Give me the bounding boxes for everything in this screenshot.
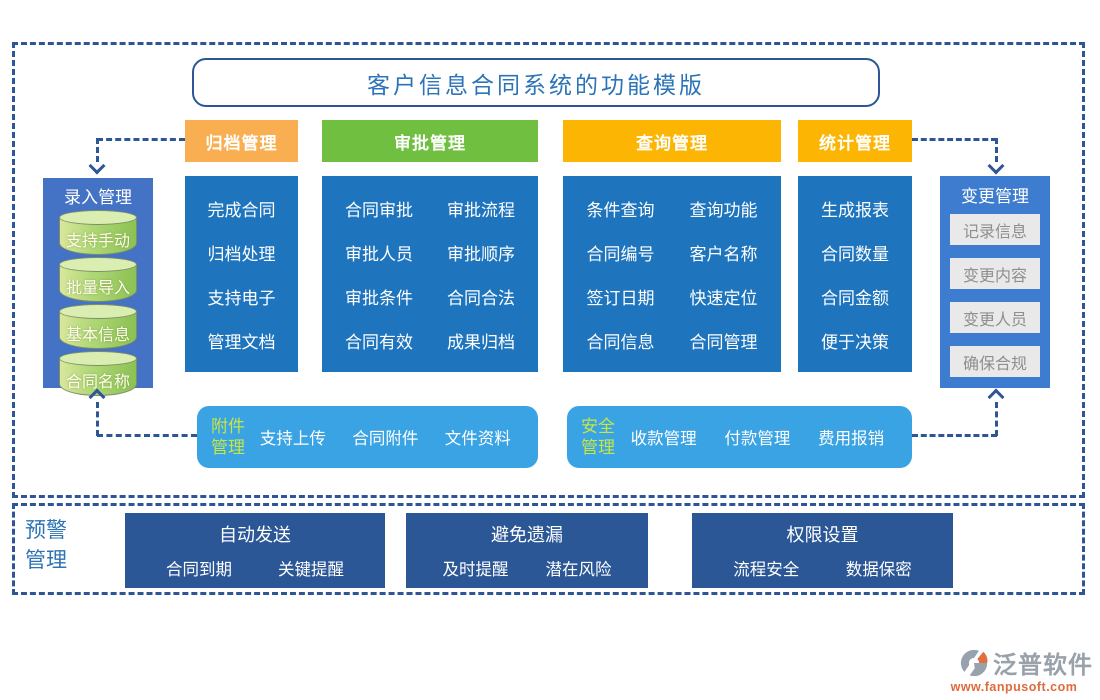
bar-item: 合同附件 bbox=[352, 430, 419, 448]
module-item: 成果归档 bbox=[447, 332, 515, 352]
module-item: 签订日期 bbox=[586, 288, 655, 308]
warning-box-avoid-omission: 避免遗漏 及时提醒 潜在风险 bbox=[406, 513, 648, 588]
change-management-panel: 变更管理 记录信息 变更内容 变更人员 确保合规 bbox=[940, 176, 1050, 388]
warning-management-label: 预警管理 bbox=[25, 519, 67, 573]
diagram-title-box: 客户信息合同系统的功能模版 bbox=[192, 58, 880, 107]
database-cylinder-icon: 支持手动 bbox=[59, 210, 137, 257]
cylinder-label: 基本信息 bbox=[65, 327, 130, 344]
attachment-management-bar: 附件管理 支持上传 合同附件 文件资料 bbox=[197, 406, 538, 468]
change-item: 变更内容 bbox=[950, 258, 1040, 289]
module-item: 合同信息 bbox=[586, 332, 655, 352]
module-item: 完成合同 bbox=[207, 200, 276, 220]
connector-archive-to-entry bbox=[96, 138, 99, 162]
warning-box-items: 合同到期 关键提醒 bbox=[125, 556, 385, 580]
connector-security-to-change bbox=[912, 434, 997, 437]
diagram-title: 客户信息合同系统的功能模版 bbox=[367, 71, 705, 98]
security-management-bar: 安全管理 收款管理 付款管理 费用报销 bbox=[567, 406, 912, 468]
header-approval-management: 审批管理 bbox=[322, 120, 538, 162]
module-item: 审批流程 bbox=[447, 200, 515, 220]
connector-security-to-change bbox=[995, 402, 998, 436]
archive-items-panel: 完成合同 归档处理 支持电子 管理文档 bbox=[185, 176, 298, 372]
warning-box-permission: 权限设置 流程安全 数据保密 bbox=[692, 513, 953, 588]
cylinder-top bbox=[59, 210, 137, 225]
cylinder-label: 合同名称 bbox=[65, 374, 130, 391]
module-item: 合同审批 bbox=[345, 200, 413, 220]
warning-item: 潜在风险 bbox=[545, 560, 612, 579]
fanpu-logo-url: www.fanpusoft.com bbox=[950, 680, 1078, 694]
fanpu-logo-icon bbox=[960, 649, 988, 677]
module-item: 审批人员 bbox=[345, 244, 413, 264]
header-query-management: 查询管理 bbox=[563, 120, 781, 162]
warning-box-items: 流程安全 数据保密 bbox=[692, 556, 953, 580]
security-bar-label: 安全管理 bbox=[581, 416, 615, 457]
module-item: 快速定位 bbox=[689, 288, 758, 308]
connector-stats-to-change bbox=[912, 138, 997, 141]
cylinder-body bbox=[59, 312, 137, 349]
warning-box-auto-send: 自动发送 合同到期 关键提醒 bbox=[125, 513, 385, 588]
bar-item: 费用报销 bbox=[818, 430, 885, 448]
module-item: 审批顺序 bbox=[447, 244, 515, 264]
module-item: 查询功能 bbox=[689, 200, 758, 220]
query-items-panel: 条件查询 查询功能 合同编号 客户名称 签订日期 快速定位 合同信息 合同管理 bbox=[563, 176, 781, 372]
connector-stats-to-change bbox=[995, 138, 998, 162]
change-item: 确保合规 bbox=[950, 346, 1040, 377]
change-item: 变更人员 bbox=[950, 302, 1040, 333]
cylinder-top bbox=[59, 304, 137, 319]
warning-box-items: 及时提醒 潜在风险 bbox=[406, 556, 648, 580]
module-item: 归档处理 bbox=[207, 244, 276, 264]
approval-items-panel: 合同审批 审批流程 审批人员 审批顺序 审批条件 合同合法 合同有效 成果归档 bbox=[322, 176, 538, 372]
attachment-bar-items: 支持上传 合同附件 文件资料 bbox=[247, 425, 524, 449]
bottom-dashed-frame bbox=[12, 503, 1085, 595]
attachment-bar-label: 附件管理 bbox=[211, 416, 245, 457]
module-item: 合同合法 bbox=[447, 288, 515, 308]
warning-item: 合同到期 bbox=[166, 560, 232, 579]
bar-item: 付款管理 bbox=[724, 430, 791, 448]
warning-item: 及时提醒 bbox=[442, 560, 509, 579]
database-cylinder-icon: 基本信息 bbox=[59, 304, 137, 351]
module-item: 客户名称 bbox=[689, 244, 758, 264]
module-item: 合同数量 bbox=[821, 244, 889, 264]
bar-item: 收款管理 bbox=[630, 430, 697, 448]
module-item: 管理文档 bbox=[207, 332, 276, 352]
bar-item: 文件资料 bbox=[444, 430, 511, 448]
fanpu-logo: 泛普软件 www.fanpusoft.com bbox=[935, 645, 1093, 694]
connector-attachment-to-entry bbox=[96, 402, 99, 436]
module-item: 便于决策 bbox=[821, 332, 889, 352]
warning-box-title: 避免遗漏 bbox=[491, 525, 563, 546]
module-item: 合同有效 bbox=[345, 332, 413, 352]
entry-management-panel: 录入管理 支持手动 批量导入 基本信息 合同名称 bbox=[43, 178, 153, 396]
change-item: 记录信息 bbox=[950, 214, 1040, 245]
connector-attachment-to-entry bbox=[97, 434, 197, 437]
module-item: 合同金额 bbox=[821, 288, 889, 308]
warning-item: 数据保密 bbox=[845, 560, 912, 579]
bar-item: 支持上传 bbox=[259, 430, 326, 448]
top-dashed-frame bbox=[12, 42, 1085, 498]
module-item: 生成报表 bbox=[821, 200, 889, 220]
cylinder-label: 批量导入 bbox=[65, 280, 130, 297]
cylinder-label: 支持手动 bbox=[65, 233, 130, 250]
cylinder-top bbox=[59, 351, 137, 366]
security-bar-items: 收款管理 付款管理 费用报销 bbox=[617, 425, 898, 449]
entry-panel-title: 录入管理 bbox=[64, 188, 132, 207]
change-panel-title: 变更管理 bbox=[961, 187, 1029, 206]
cylinder-top bbox=[59, 257, 137, 272]
warning-box-title: 权限设置 bbox=[786, 525, 859, 546]
header-archive-management: 归档管理 bbox=[185, 120, 298, 162]
fanpu-logo-text: 泛普软件 bbox=[993, 652, 1093, 679]
module-item: 审批条件 bbox=[345, 288, 413, 308]
module-item: 条件查询 bbox=[586, 200, 655, 220]
header-statistics-management: 统计管理 bbox=[798, 120, 912, 162]
database-cylinder-icon: 批量导入 bbox=[59, 257, 137, 304]
module-item: 合同编号 bbox=[586, 244, 655, 264]
warning-item: 流程安全 bbox=[733, 560, 800, 579]
warning-box-title: 自动发送 bbox=[219, 525, 291, 546]
fanpu-logo-row: 泛普软件 bbox=[935, 645, 1093, 680]
module-item: 合同管理 bbox=[689, 332, 758, 352]
connector-archive-to-entry bbox=[97, 138, 185, 141]
database-cylinder-icon: 合同名称 bbox=[59, 351, 137, 398]
warning-item: 关键提醒 bbox=[278, 560, 344, 579]
statistics-items-panel: 生成报表 合同数量 合同金额 便于决策 bbox=[798, 176, 912, 372]
module-item: 支持电子 bbox=[207, 288, 276, 308]
